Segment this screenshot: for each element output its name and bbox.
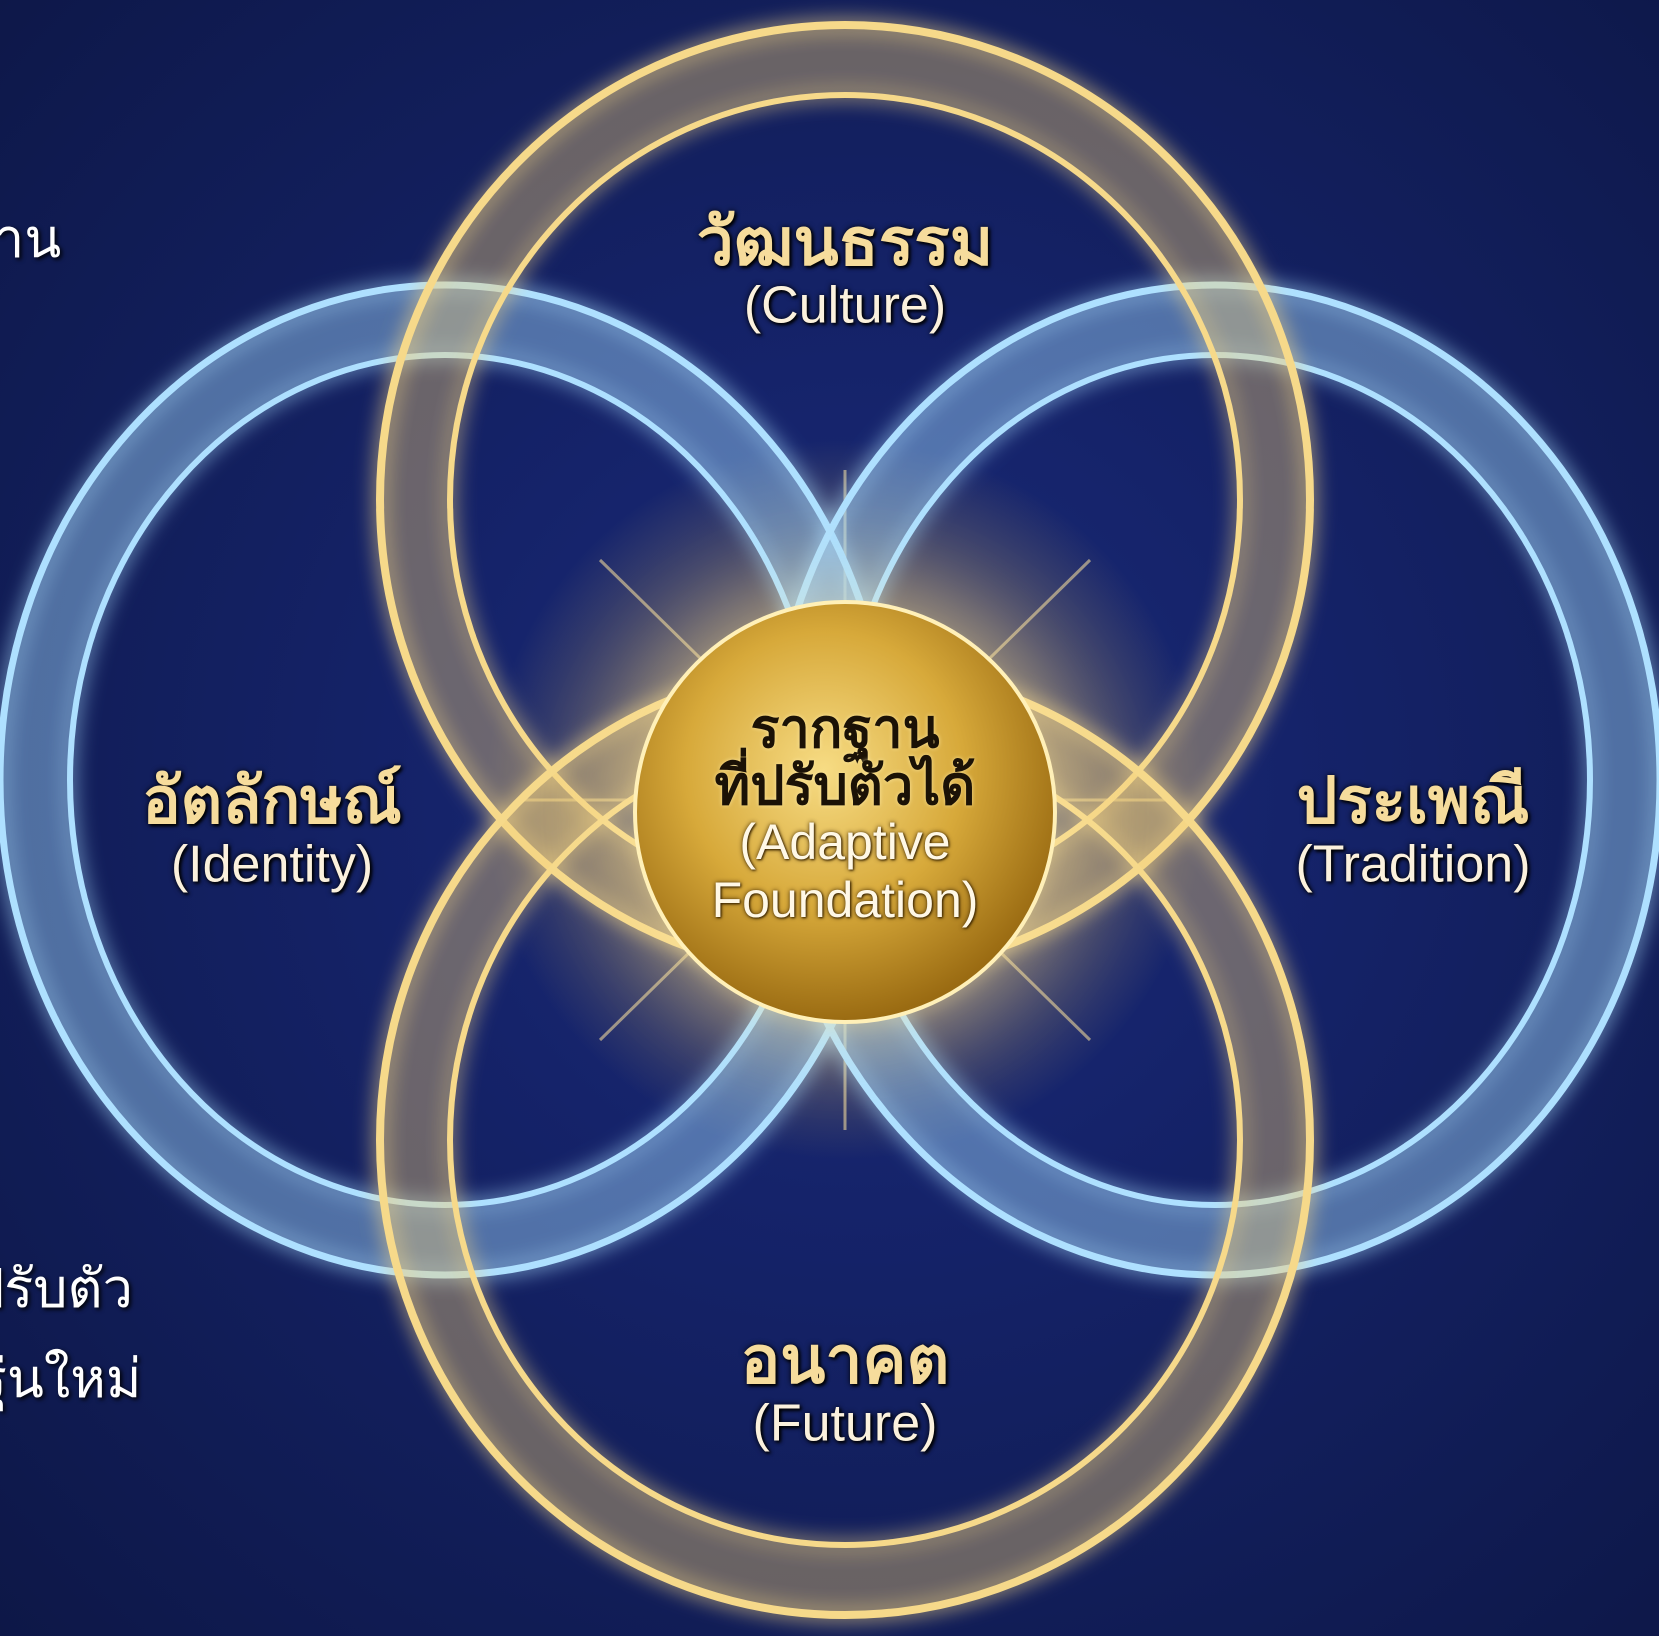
future-label: อนาคต (Future) <box>741 1325 950 1454</box>
future-thai: อนาคต <box>741 1325 950 1394</box>
tradition-thai: ประเพณี <box>1295 769 1530 836</box>
center-thai-line1: รากฐาน <box>712 701 979 758</box>
culture-thai: วัฒนธรรม <box>697 207 993 276</box>
side-text-bottom-1: ปรับตัว <box>0 1250 133 1328</box>
tradition-label: ประเพณี (Tradition) <box>1295 769 1530 896</box>
culture-eng: (Culture) <box>697 277 993 337</box>
future-eng: (Future) <box>741 1395 950 1455</box>
center-eng-line2: Foundation) <box>712 872 979 930</box>
culture-label: วัฒนธรรม (Culture) <box>697 207 993 336</box>
identity-thai: อัตลักษณ์ <box>142 769 402 836</box>
identity-eng: (Identity) <box>142 836 402 896</box>
center-eng-line1: (Adaptive <box>712 814 979 872</box>
tradition-eng: (Tradition) <box>1295 836 1530 896</box>
side-text-top: าน <box>0 200 61 278</box>
center-label: รากฐาน ที่ปรับตัวได้ (Adaptive Foundatio… <box>712 701 979 929</box>
center-thai-line2: ที่ปรับตัวได้ <box>712 758 979 815</box>
identity-label: อัตลักษณ์ (Identity) <box>142 769 402 896</box>
side-text-bottom-2: รุ่นใหม่ <box>0 1340 141 1418</box>
